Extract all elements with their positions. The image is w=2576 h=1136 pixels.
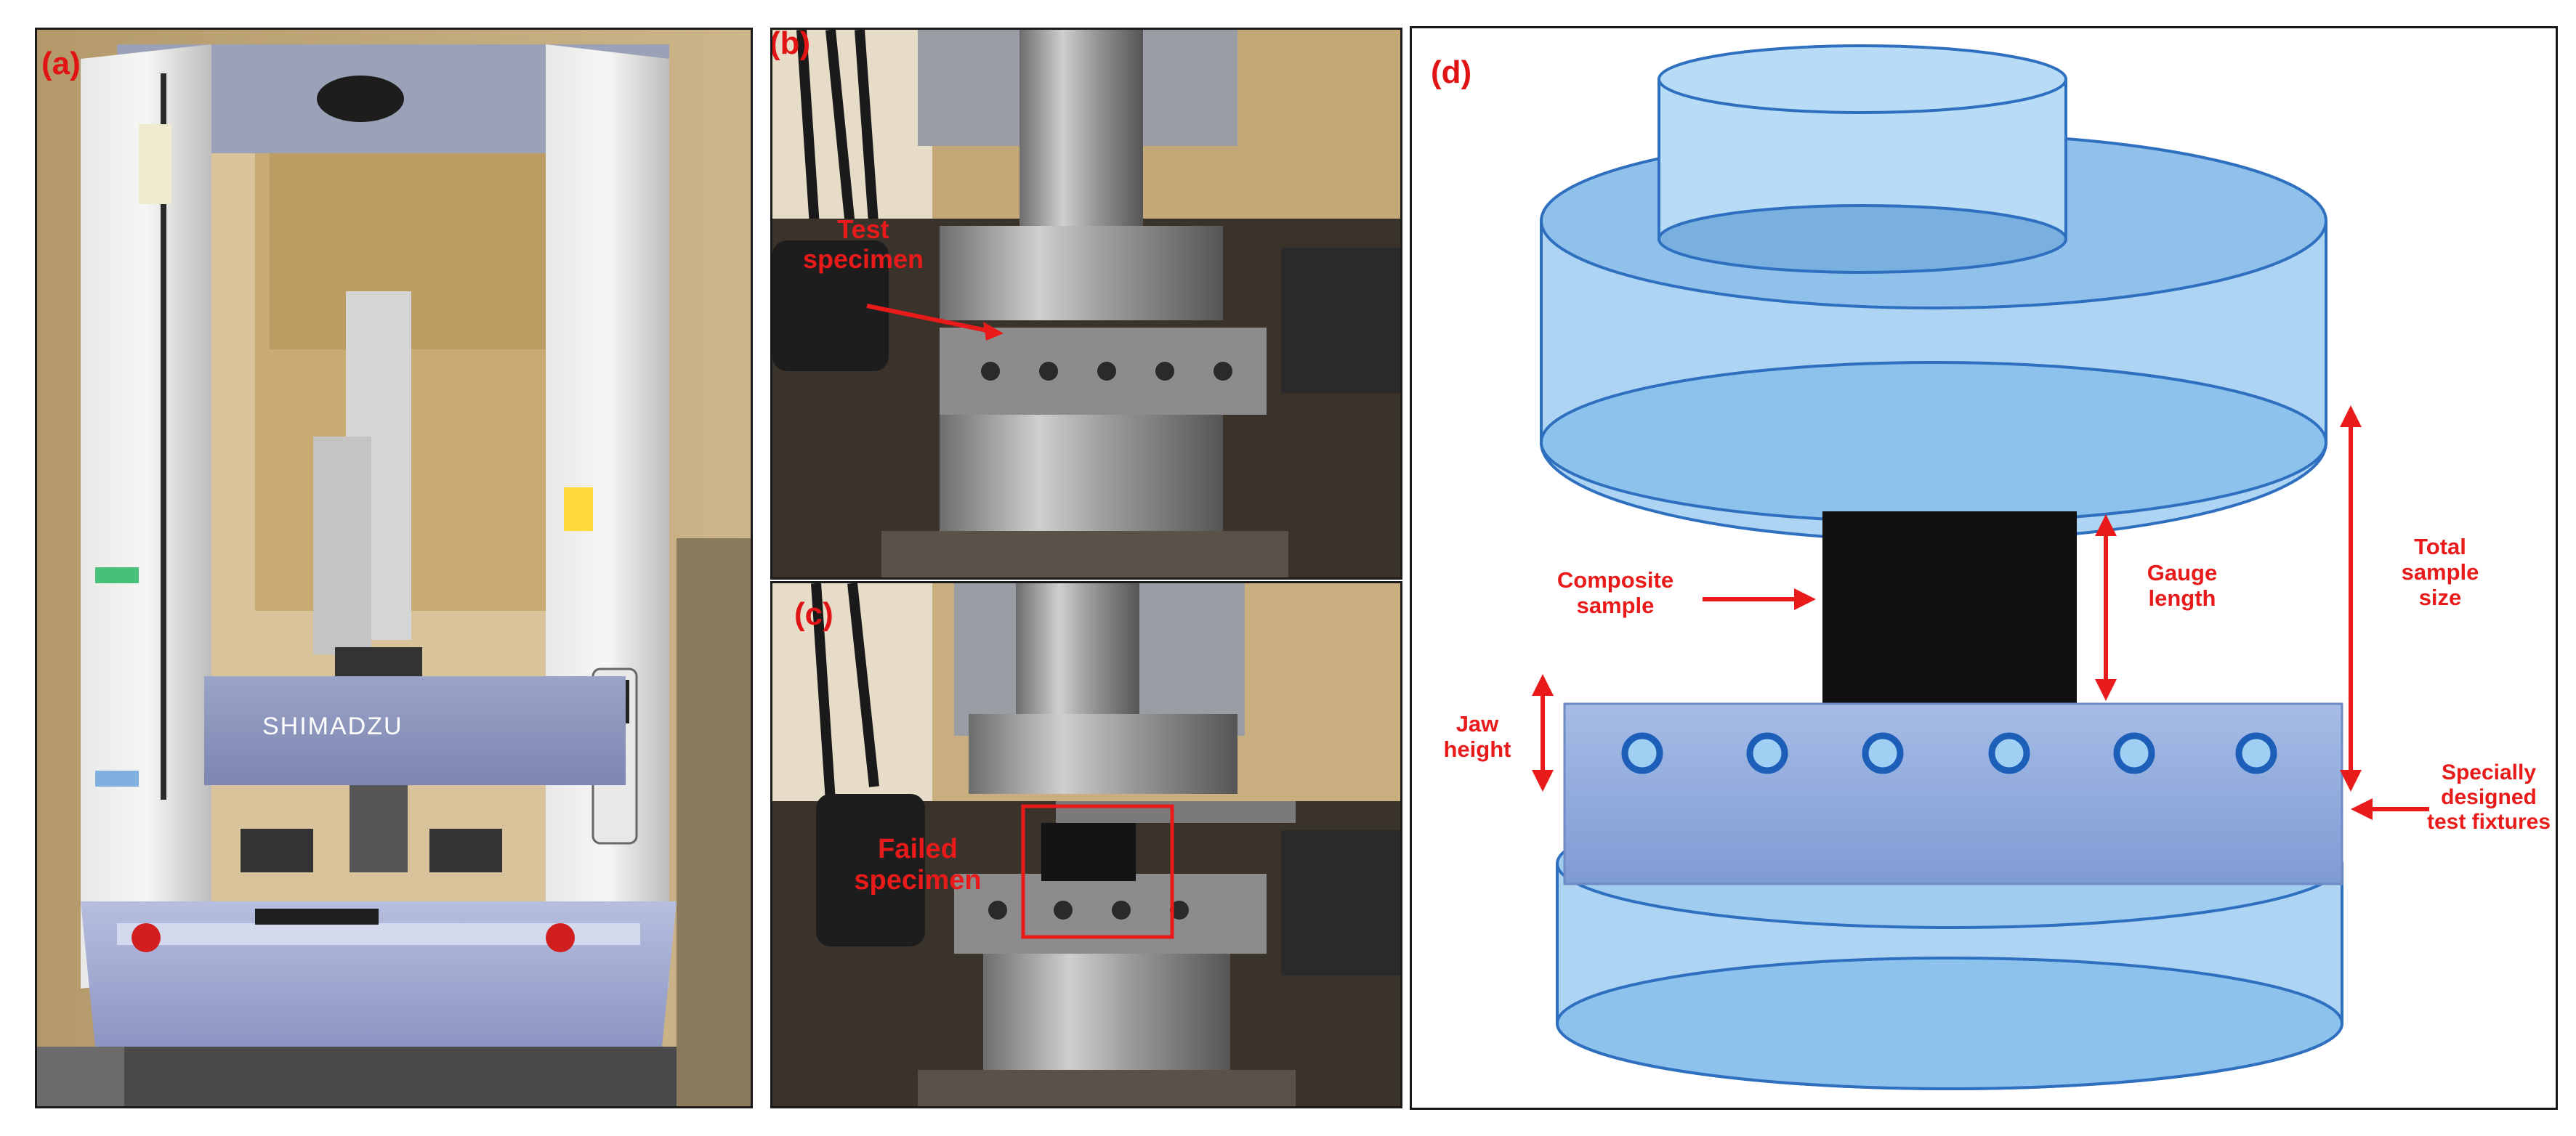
test-fixture-block: [1563, 702, 2343, 885]
failed-specimen-annotation: Failed specimen: [854, 834, 982, 896]
load-cell-cylinder: [1658, 44, 2067, 274]
composite-specimen: [1822, 511, 2077, 707]
panel-c-label: (c): [794, 596, 833, 632]
composite-sample-label: Composite sample: [1556, 567, 1674, 619]
shimadzu-brand-text: SHIMADZU: [262, 713, 403, 740]
panel-d-schematic: (d) Composite sample Gauge length Total …: [1410, 26, 2558, 1110]
press-illustration-c: [772, 583, 1400, 1106]
panel-b-test-specimen-photo: (b) Test specimen: [770, 28, 1402, 580]
machine-illustration: SHIMADZU: [37, 30, 751, 1106]
jaw-height-label: Jaw height: [1443, 711, 1511, 763]
panel-d-label: (d): [1431, 54, 1472, 90]
panel-c-failed-specimen-photo: (c) Failed specimen: [770, 581, 1402, 1108]
test-fixtures-label: Specially designed test fixtures: [2426, 760, 2551, 834]
panel-b-label: (b): [770, 28, 811, 61]
failed-specimen-highlight-box: [1021, 804, 1174, 939]
total-sample-size-label: Total sample size: [2401, 534, 2479, 611]
test-specimen-annotation: Test specimen: [802, 214, 924, 274]
panel-a-label: (a): [41, 46, 81, 81]
press-illustration-b: [772, 30, 1400, 577]
gauge-length-label: Gauge length: [2147, 560, 2218, 612]
fixture-schematic: [1532, 44, 2429, 1090]
panel-a-machine-photo: SHIMADZU (a): [35, 28, 753, 1108]
